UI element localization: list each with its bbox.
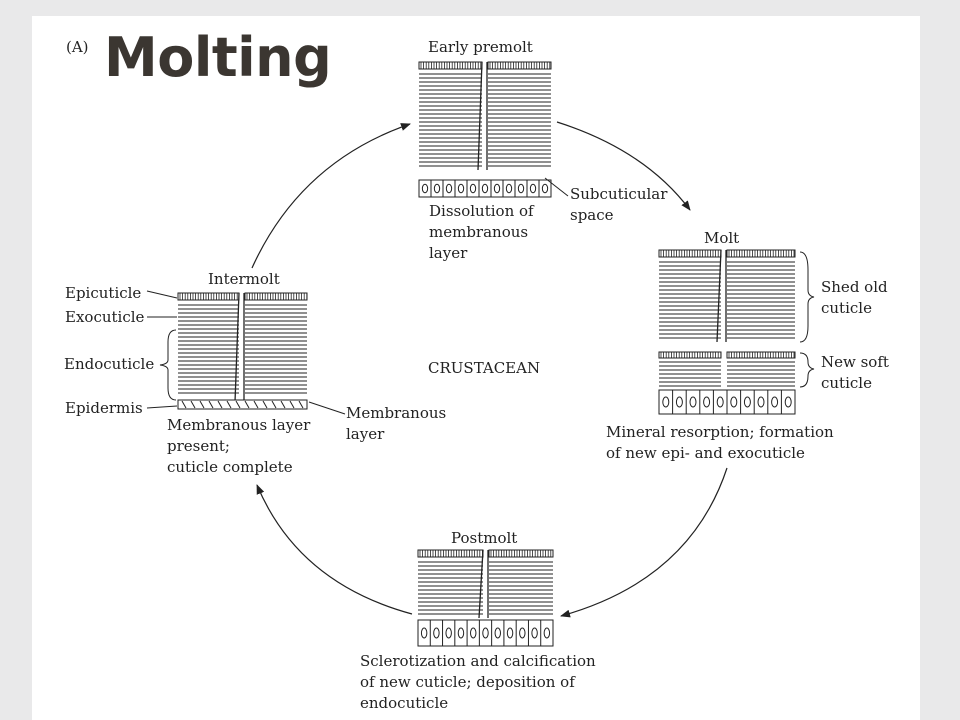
slide-title: Molting xyxy=(104,26,332,89)
stage-title-postmolt: Postmolt xyxy=(451,529,518,547)
layer-label-endocuticle: Endocuticle xyxy=(64,355,155,373)
leader-subcuticular-space xyxy=(544,177,569,197)
bracket-endocuticle xyxy=(159,329,177,401)
annotation-shed-old-cuticle: Shed old cuticle xyxy=(821,278,888,317)
bracket-shed-old-cuticle xyxy=(799,251,815,343)
panel-label: (A) xyxy=(66,38,89,56)
layer-label-epicuticle: Epicuticle xyxy=(65,284,142,302)
layer-label-epidermis: Epidermis xyxy=(65,399,143,417)
stage-caption-molt: Mineral resorption; formation of new epi… xyxy=(606,423,834,462)
annotation-new-soft-cuticle: New soft cuticle xyxy=(821,353,889,392)
arrow-postmolt-to-intermolt xyxy=(256,484,413,615)
stage-title-early-premolt: Early premolt xyxy=(428,38,533,56)
cuticle-diagrams xyxy=(177,61,796,647)
stage-caption-early-premolt: Dissolution of membranous layer xyxy=(429,202,534,262)
stage-title-molt: Molt xyxy=(704,229,740,247)
leader-epidermis xyxy=(146,405,178,409)
layer-label-exocuticle: Exocuticle xyxy=(65,308,145,326)
center-label-crustacean: CRUSTACEAN xyxy=(428,359,541,377)
leader-membranous-layer xyxy=(308,401,346,415)
stage-caption-intermolt: Membranous layer present; cuticle comple… xyxy=(167,416,311,476)
stage-caption-postmolt: Sclerotization and calcification of new … xyxy=(360,652,596,712)
arrow-molt-to-postmolt xyxy=(560,467,728,618)
slide-background xyxy=(32,16,920,720)
leader-epicuticle xyxy=(146,290,178,299)
annotation-subcuticular-space: Subcuticular space xyxy=(570,185,668,224)
bracket-new-soft-cuticle xyxy=(799,352,815,388)
arrow-early-premolt-to-molt xyxy=(556,121,691,211)
stage-title-intermolt: Intermolt xyxy=(208,270,280,288)
annotation-membranous-layer: Membranous layer xyxy=(346,404,447,443)
cycle-arrows xyxy=(251,121,728,618)
arrow-intermolt-to-early-premolt xyxy=(251,123,411,269)
leader-lines xyxy=(146,177,815,415)
